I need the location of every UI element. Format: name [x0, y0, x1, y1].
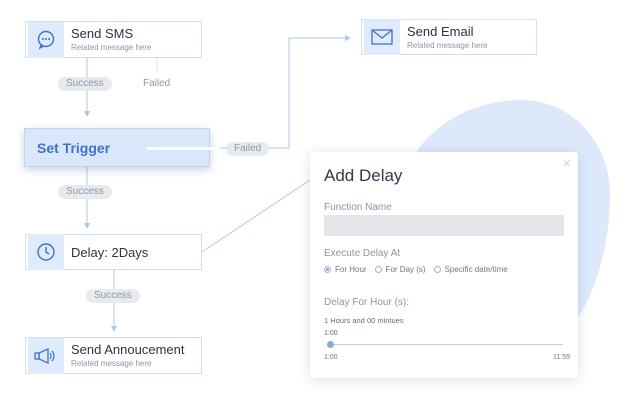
node-subtitle: Related message here	[407, 40, 488, 50]
envelope-icon	[364, 19, 400, 55]
node-set-trigger[interactable]: Set Trigger	[24, 128, 220, 167]
slider-max: 11:59	[553, 354, 570, 361]
clock-icon	[28, 234, 64, 270]
function-name-label: Function Name	[324, 202, 392, 213]
node-send-announcement[interactable]: Send Annoucement Related message here	[25, 337, 202, 374]
edge-label-failed: Failed	[226, 142, 270, 156]
node-subtitle: Related message here	[71, 359, 152, 368]
edge-label-success: Success	[86, 289, 140, 303]
edge-label-success: Success	[58, 77, 112, 91]
node-title: Delay: 2Days	[71, 244, 149, 260]
node-title: Send SMS	[71, 26, 134, 41]
close-icon[interactable]: ×	[562, 155, 571, 171]
slider-min: 1:00	[324, 354, 338, 361]
radio-icon[interactable]	[433, 266, 441, 273]
option-for-day[interactable]: For Day (s)	[374, 265, 426, 274]
slider-thumb[interactable]	[327, 341, 334, 348]
node-send-email[interactable]: Send Email Related message here	[361, 19, 537, 55]
connector-trigger-failed	[210, 35, 351, 149]
trigger-title: Set Trigger	[37, 140, 111, 156]
megaphone-icon	[28, 337, 64, 374]
radio-icon[interactable]	[374, 266, 382, 273]
radio-checked-icon[interactable]	[324, 266, 331, 273]
option-label: For Hour	[335, 265, 367, 274]
delay-hour-label: Delay For Hour (s):	[324, 297, 410, 308]
edge-label-success: Success	[58, 185, 112, 199]
node-subtitle: Related message here	[71, 43, 152, 52]
chat-bubble-icon	[28, 21, 64, 58]
node-title: Send Annoucement	[71, 342, 185, 357]
add-delay-panel: × Add Delay Function Name Execute Delay …	[310, 152, 578, 378]
execute-options: For Hour For Day (s) Specific date/time	[324, 265, 516, 274]
delay-summary: 1 Hours and 00 mintues	[324, 316, 404, 325]
connector-delay-panel	[201, 171, 323, 253]
panel-title: Add Delay	[324, 166, 403, 185]
execute-delay-label: Execute Delay At	[324, 248, 401, 259]
node-title: Send Email	[407, 23, 474, 39]
trigger-underline	[147, 147, 220, 150]
option-for-hour[interactable]: For Hour	[324, 265, 367, 274]
slider-value: 1:00	[324, 330, 338, 337]
node-delay[interactable]: Delay: 2Days	[25, 234, 202, 270]
node-send-sms[interactable]: Send SMS Related message here	[25, 21, 202, 58]
option-specific-datetime[interactable]: Specific date/time	[433, 265, 508, 274]
option-label: For Day (s)	[385, 265, 426, 274]
slider-track[interactable]	[331, 344, 563, 345]
option-label: Specific date/time	[444, 265, 508, 274]
edge-label-failed: Failed	[143, 78, 171, 89]
function-name-input[interactable]	[324, 215, 564, 236]
